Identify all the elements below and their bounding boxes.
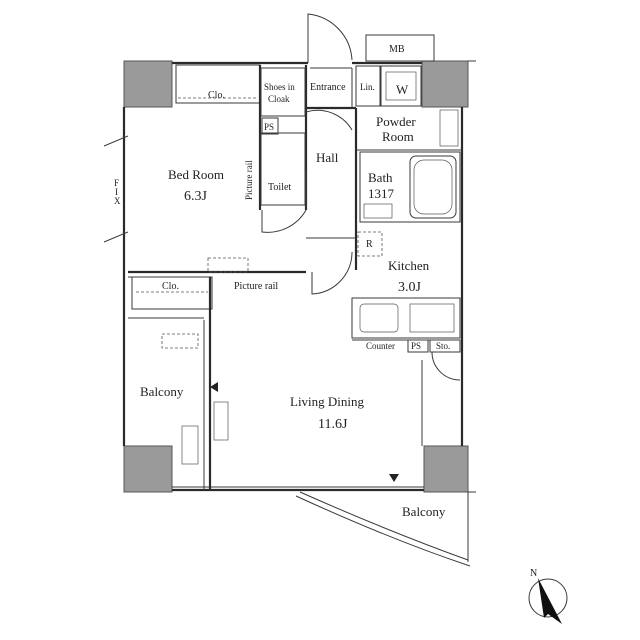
label-counter: Counter xyxy=(366,341,395,351)
pillar-bottom-left xyxy=(123,445,173,493)
label-shoes-2: Cloak xyxy=(268,94,290,104)
doors xyxy=(103,13,461,465)
label-sto: Sto. xyxy=(436,341,450,351)
label-north: N xyxy=(530,568,537,579)
label-mb: MB xyxy=(389,44,405,55)
label-entrance: Entrance xyxy=(310,82,346,93)
label-shoes-1: Shoes in xyxy=(264,82,295,92)
label-w: W xyxy=(396,82,409,97)
label-toilet: Toilet xyxy=(268,182,291,193)
label-powder-2: Room xyxy=(382,129,414,144)
label-bath-1: Bath xyxy=(368,170,393,185)
label-ps-top: PS xyxy=(264,122,274,132)
label-bedroom-size: 6.3J xyxy=(184,189,208,204)
label-living-name: Living Dining xyxy=(290,394,365,409)
label-picture-rail-vertical: Picture rail xyxy=(244,160,254,200)
living-door-marker xyxy=(210,382,218,392)
label-picture-rail-horizontal: Picture rail xyxy=(234,281,278,292)
bottom-balcony xyxy=(295,491,471,567)
label-powder-1: Powder xyxy=(376,114,416,129)
north-compass: N xyxy=(528,568,568,624)
pillar-top-left xyxy=(123,60,173,108)
balcony-door-marker xyxy=(389,474,399,482)
outer-walls xyxy=(122,60,476,493)
label-balcony-side: Balcony xyxy=(140,384,184,399)
label-living-size: 11.6J xyxy=(318,417,348,432)
label-kitchen-name: Kitchen xyxy=(388,258,430,273)
label-lin: Lin. xyxy=(360,82,375,92)
label-bath-2: 1317 xyxy=(368,186,395,201)
label-fix-f: F xyxy=(114,178,119,188)
label-fridge-r: R xyxy=(366,239,373,250)
meter-box xyxy=(365,34,435,62)
label-kitchen-size: 3.0J xyxy=(398,280,422,295)
label-balcony-bottom: Balcony xyxy=(402,504,446,519)
label-clo-lower: Clo. xyxy=(162,281,179,292)
label-clo-bedroom: Clo. xyxy=(208,90,225,101)
label-fix-x: X xyxy=(114,196,121,206)
pillar-bottom-right xyxy=(423,445,469,493)
label-bedroom-name: Bed Room xyxy=(168,167,224,182)
north-arrow-icon xyxy=(538,578,562,624)
label-fix-i: I xyxy=(115,187,118,197)
pillar-top-right xyxy=(421,60,469,108)
label-hall: Hall xyxy=(316,150,339,165)
label-ps-kitchen: PS xyxy=(411,341,421,351)
